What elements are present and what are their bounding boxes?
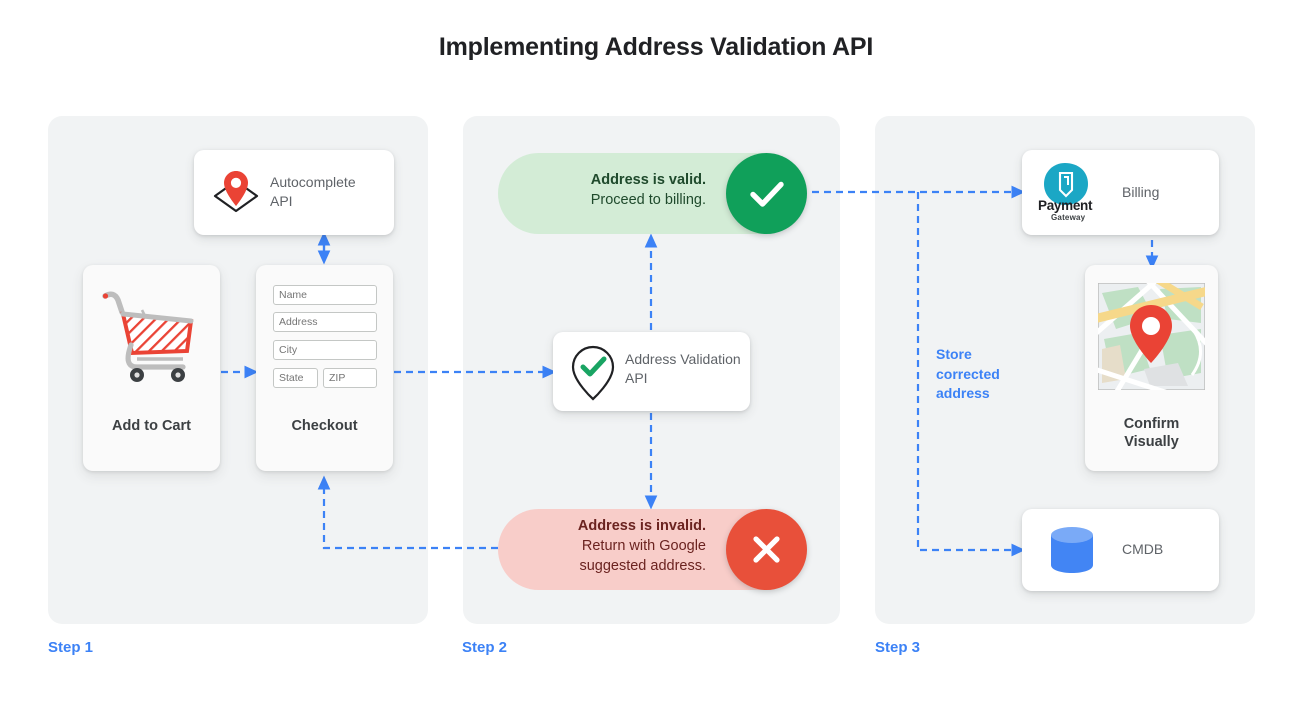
x-circle-icon [726, 509, 807, 590]
address-invalid-detail-2: suggested address. [579, 558, 706, 574]
check-circle-icon [726, 153, 807, 234]
map-pin-diamond-icon [213, 171, 259, 213]
address-valid-banner: Address is valid. Proceed to billing. [498, 153, 807, 234]
confirm-visually-label-line2: Visually [1124, 434, 1179, 450]
address-valid-headline: Address is valid. [590, 172, 706, 188]
store-note-line1: Store [936, 346, 972, 362]
address-validation-api-label: Address Validation API [625, 351, 741, 386]
check-glyph [750, 181, 784, 207]
add-to-cart-label: Add to Cart [112, 418, 191, 434]
address-validation-api-card[interactable]: Address Validation API [553, 332, 750, 411]
billing-label: Billing [1122, 184, 1160, 200]
checkout-label: Checkout [291, 418, 358, 434]
confirm-visually-label-line1: Confirm [1123, 416, 1180, 432]
checkout-card[interactable]: Checkout [256, 265, 393, 471]
address-valid-text: Address is valid. Proceed to billing. [514, 170, 706, 210]
address-invalid-headline: Address is invalid. [577, 518, 706, 534]
autocomplete-api-card[interactable]: Autocomplete API [194, 150, 394, 235]
page-title: Implementing Address Validation API [438, 33, 874, 61]
map-thumbnail-icon [1098, 283, 1205, 390]
confirm-visually-card[interactable]: Confirm Visually [1085, 265, 1218, 471]
checkout-address-input[interactable] [273, 312, 377, 332]
store-note-line2: corrected [936, 365, 1000, 382]
cmdb-card[interactable]: CMDB [1022, 509, 1219, 591]
store-note-line3: address [936, 385, 990, 401]
address-invalid-text: Address is invalid. Return with Google s… [514, 516, 706, 576]
payment-gateway-icon [1044, 163, 1088, 205]
billing-card[interactable]: Payment Gateway Billing [1022, 150, 1219, 235]
autocomplete-api-label: Autocomplete API [270, 174, 356, 209]
address-valid-detail: Proceed to billing. [590, 192, 706, 208]
checkout-zip-input[interactable] [323, 368, 377, 388]
shopping-cart-icon [102, 291, 194, 382]
cmdb-label: CMDB [1122, 541, 1164, 557]
step-2-label: Step 2 [462, 639, 508, 656]
pin-check-icon [571, 345, 615, 401]
address-invalid-detail-1: Return with Google [581, 538, 706, 554]
step-1-label: Step 1 [48, 639, 94, 656]
step-3-label: Step 3 [875, 639, 921, 656]
database-icon [1051, 527, 1093, 573]
store-corrected-address-note: Store corrected address [936, 345, 1031, 404]
add-to-cart-card[interactable]: Add to Cart [83, 265, 220, 471]
address-invalid-banner: Address is invalid. Return with Google s… [498, 509, 807, 590]
checkout-state-input[interactable] [273, 368, 318, 388]
payment-gateway-wordmark-line1: Payment [1038, 198, 1093, 213]
x-glyph [753, 536, 780, 563]
payment-gateway-wordmark-line2: Gateway [1051, 213, 1086, 222]
checkout-city-input[interactable] [273, 340, 377, 360]
checkout-name-input[interactable] [273, 285, 377, 305]
